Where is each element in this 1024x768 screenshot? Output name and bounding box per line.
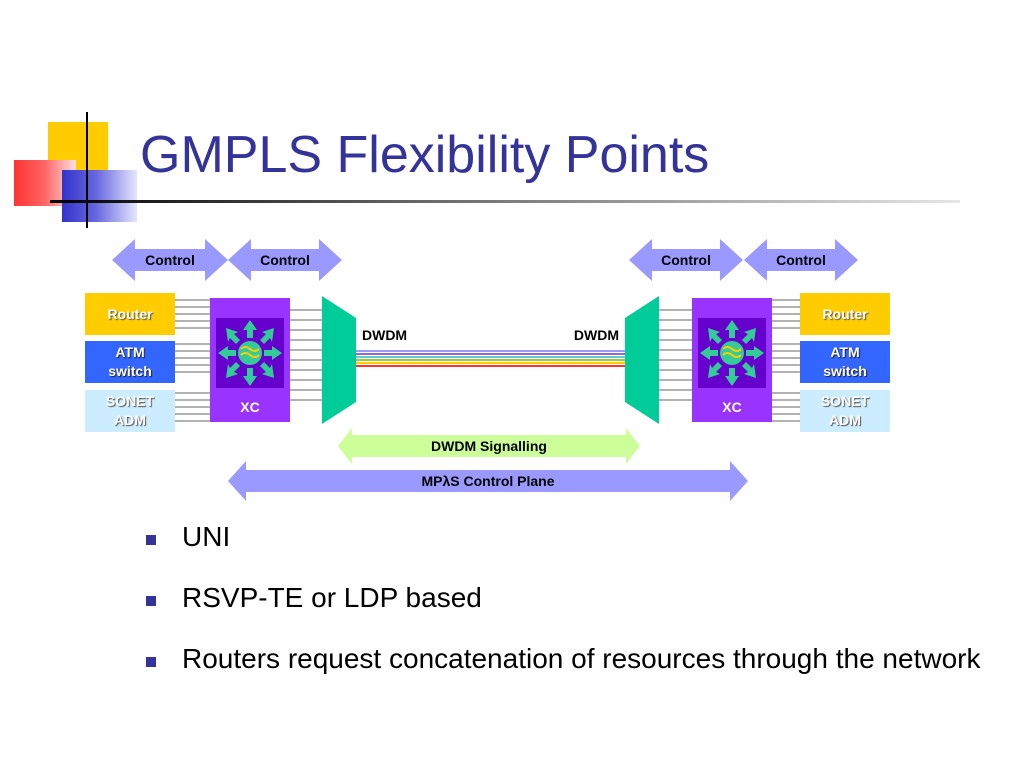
- bullet-item-rsvp: RSVP-TE or LDP based: [140, 581, 1000, 615]
- control-label-3: Control: [661, 252, 711, 268]
- title-rule: [50, 200, 960, 203]
- left-sonet-adm-label: SONET ADM: [105, 393, 155, 428]
- right-xc-arrows-icon: [700, 320, 764, 386]
- left-atm-switch-label: ATM switch: [108, 344, 152, 379]
- right-xc-label: XC: [722, 399, 741, 415]
- control-label-4: Control: [776, 252, 826, 268]
- right-dwdm-label: DWDM: [574, 327, 619, 343]
- left-atm-switch-box: ATM switch: [85, 341, 175, 383]
- control-arrow-1: Control: [112, 239, 228, 281]
- right-device-links: [770, 299, 800, 422]
- dwdm-fiber: [356, 350, 625, 367]
- corner-decoration: [0, 0, 140, 230]
- left-router-label: Router: [107, 305, 153, 322]
- right-xc-links: [655, 309, 692, 401]
- left-dwdm-mux: [322, 296, 356, 424]
- right-dwdm-mux: [625, 296, 659, 424]
- left-xc-arrows-icon: [218, 320, 282, 386]
- blue-square: [62, 170, 137, 222]
- bullet-square-icon: [146, 657, 156, 667]
- bullet-text: Routers request concatenation of resourc…: [182, 643, 981, 674]
- bullet-item-uni: UNI: [140, 520, 1000, 554]
- right-sonet-adm-label: SONET ADM: [820, 393, 870, 428]
- right-router-box: Router: [800, 293, 890, 335]
- control-label-2: Control: [260, 252, 310, 268]
- control-label-1: Control: [145, 252, 195, 268]
- slide-title: GMPLS Flexibility Points: [140, 126, 710, 184]
- left-router-box: Router: [85, 293, 175, 335]
- bullet-text: UNI: [182, 521, 231, 552]
- control-arrow-4: Control: [744, 239, 858, 281]
- control-arrow-3: Control: [629, 239, 743, 281]
- left-sonet-adm-box: SONET ADM: [85, 390, 175, 432]
- left-device-links: [175, 299, 210, 422]
- dwdm-signalling-label: DWDM Signalling: [431, 438, 547, 454]
- left-xc-switch: XC: [210, 298, 290, 422]
- bullet-square-icon: [146, 596, 156, 606]
- bullet-text: RSVP-TE or LDP based: [182, 582, 482, 613]
- right-xc-switch: XC: [692, 298, 772, 422]
- control-plane-arrow: MPλS Control Plane: [228, 461, 748, 501]
- right-router-label: Router: [822, 305, 868, 322]
- right-atm-switch-box: ATM switch: [800, 341, 890, 383]
- dwdm-signalling-arrow: DWDM Signalling: [338, 428, 640, 464]
- gmpls-diagram: Control Control Control Control: [112, 239, 858, 501]
- right-sonet-adm-box: SONET ADM: [800, 390, 890, 432]
- vertical-line: [86, 112, 88, 228]
- left-xc-links: [290, 309, 328, 401]
- control-plane-label: MPλS Control Plane: [421, 473, 554, 489]
- right-atm-switch-label: ATM switch: [823, 344, 867, 379]
- left-xc-label: XC: [240, 399, 259, 415]
- bullet-square-icon: [146, 535, 156, 545]
- left-dwdm-label: DWDM: [362, 327, 407, 343]
- bullet-item-routers: Routers request concatenation of resourc…: [140, 642, 1000, 676]
- bullet-list: UNI RSVP-TE or LDP based Routers request…: [140, 520, 1000, 703]
- control-arrow-2: Control: [228, 239, 342, 281]
